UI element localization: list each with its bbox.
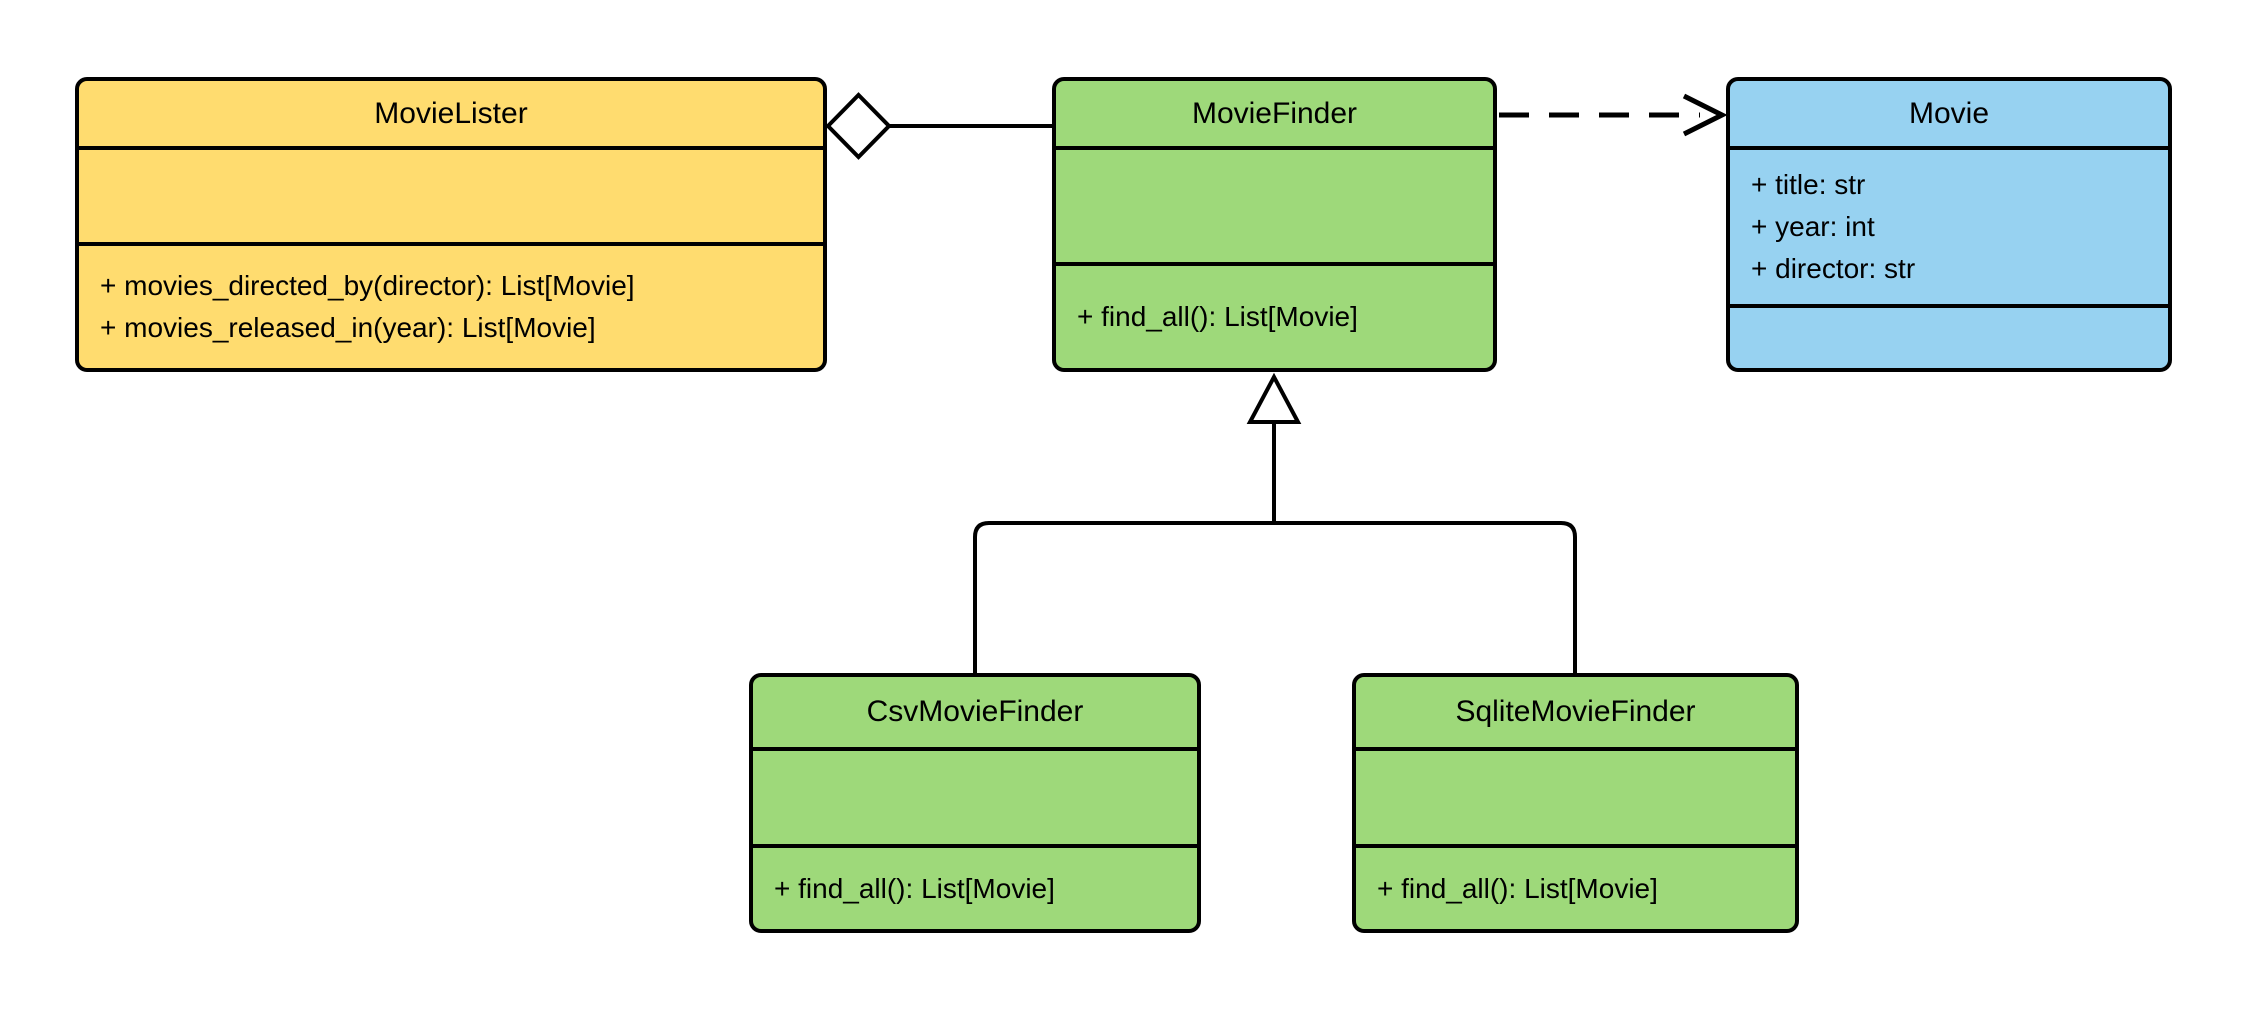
method-find-all: + find_all(): List[Movie] — [1377, 872, 1658, 904]
class-moviefinder-title: MovieFinder — [1191, 96, 1358, 130]
class-sqlitemoviefinder: SqliteMovieFinder + find_all(): List[Mov… — [1352, 673, 1799, 933]
class-movielister-attributes — [79, 146, 823, 242]
method-find-all: + find_all(): List[Movie] — [1077, 301, 1358, 332]
class-csvmoviefinder-methods: + find_all(): List[Movie] — [753, 844, 1197, 929]
aggregation-connector-movielister-moviefinder — [825, 92, 1052, 160]
method-find-all: + find_all(): List[Movie] — [774, 872, 1055, 904]
class-csvmoviefinder-title: CsvMovieFinder — [866, 695, 1084, 728]
inheritance-connector — [973, 372, 1577, 673]
attribute-director: + director: str — [1751, 253, 1916, 284]
class-movielister: MovieLister + movies_directed_by(directo… — [75, 77, 827, 372]
class-movie-attributes: + title: str + year: int + director: str — [1730, 146, 2168, 304]
method-movies-directed-by: + movies_directed_by(director): List[Mov… — [100, 270, 635, 301]
class-movie-methods — [1730, 304, 2168, 368]
class-moviefinder: MovieFinder + find_all(): List[Movie] — [1052, 77, 1497, 372]
dependency-connector-moviefinder-movie — [1499, 93, 1728, 137]
class-movie: Movie + title: str + year: int + directo… — [1726, 77, 2172, 372]
class-movie-title: Movie — [1908, 96, 1990, 130]
inheritance-triangle-icon — [1246, 372, 1302, 424]
method-movies-released-in: + movies_released_in(year): List[Movie] — [100, 312, 596, 343]
class-csvmoviefinder-attributes — [753, 747, 1197, 844]
attribute-year: + year: int — [1751, 211, 1875, 242]
aggregation-diamond-icon — [825, 92, 892, 160]
dependency-arrowhead-icon — [1682, 93, 1728, 137]
class-sqlitemoviefinder-attributes — [1356, 747, 1795, 844]
class-sqlitemoviefinder-methods: + find_all(): List[Movie] — [1356, 844, 1795, 929]
attribute-title: + title: str — [1751, 169, 1866, 200]
class-sqlitemoviefinder-title: SqliteMovieFinder — [1455, 695, 1696, 728]
class-moviefinder-attributes — [1056, 146, 1493, 262]
class-movielister-methods: + movies_directed_by(director): List[Mov… — [79, 242, 823, 368]
class-csvmoviefinder: CsvMovieFinder + find_all(): List[Movie] — [749, 673, 1201, 933]
class-moviefinder-methods: + find_all(): List[Movie] — [1056, 262, 1493, 368]
class-movielister-title: MovieLister — [374, 96, 528, 130]
